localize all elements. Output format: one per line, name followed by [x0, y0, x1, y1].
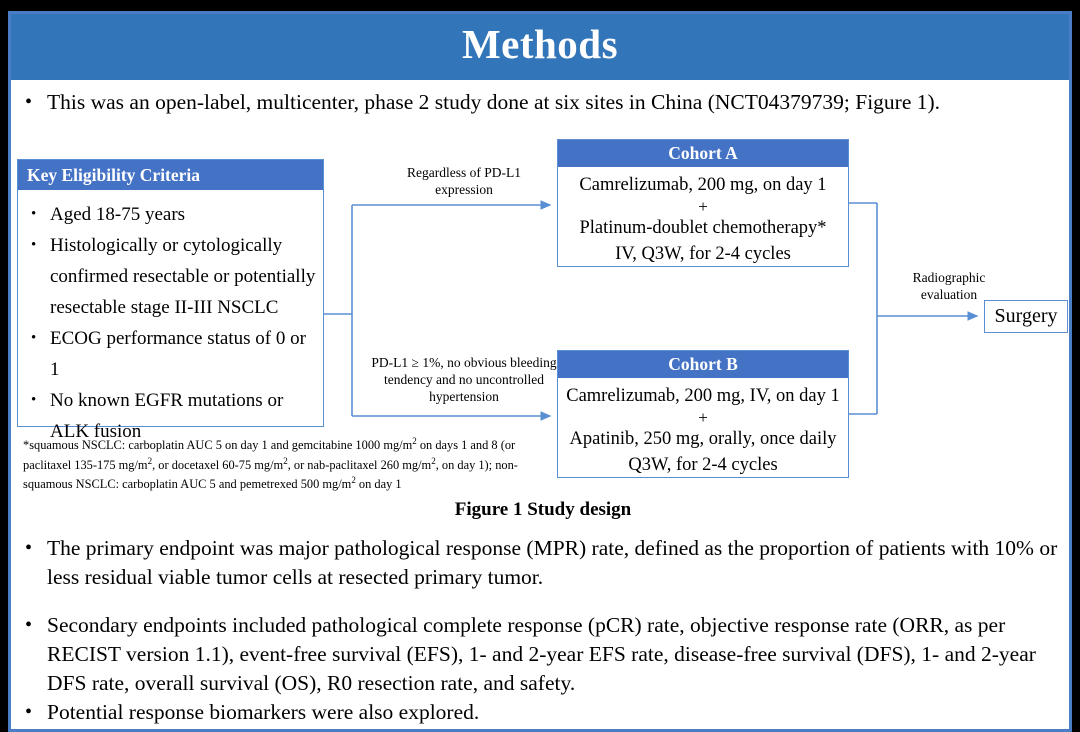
connector-label-cohort-a: Regardless of PD-L1 expression	[407, 165, 521, 197]
footnote-sup: 2	[351, 475, 356, 486]
connector-label-surgery: Radiographic evaluation	[912, 270, 986, 302]
cohort-a-body: Camrelizumab, 200 mg, on day 1 + Platinu…	[558, 167, 848, 273]
footnote-seg: , on day 1); non-squamous NSCLC: carbopl…	[23, 457, 518, 492]
secondary-endpoint-text: Secondary endpoints included pathologica…	[47, 613, 1036, 695]
footnote-sup: 2	[283, 455, 288, 466]
biomarker-bullet: • Potential response biomarkers were als…	[25, 698, 1025, 727]
cohort-a-header: Cohort A	[558, 140, 848, 167]
cohort-a-line-1: Camrelizumab, 200 mg, on day 1	[579, 175, 827, 195]
footnote-seg: on days 1 and 8 (or paclitaxel 135-175 m…	[23, 438, 516, 472]
cohort-a-plus: +	[698, 197, 708, 216]
cohort-a-line-2: Platinum-doublet chemotherapy*	[579, 218, 827, 238]
footnote-seg: , or nab-paclitaxel 260 mg/m	[287, 457, 432, 472]
cohort-a-box: Cohort A Camrelizumab, 200 mg, on day 1 …	[557, 139, 849, 267]
footnote-sup: 2	[431, 455, 436, 466]
footnote-sup: 2	[412, 436, 417, 446]
bullet-marker: •	[25, 614, 33, 636]
cohort-b-box: Cohort B Camrelizumab, 200 mg, IV, on da…	[557, 350, 849, 478]
footnote-seg: on day 1	[355, 477, 402, 492]
bullet-marker: •	[25, 701, 33, 723]
intro-bullet-text: This was an open-label, multicenter, pha…	[47, 90, 941, 114]
footnote-seg: , or docetaxel 60-75 mg/m	[152, 457, 284, 472]
list-item: Aged 18-75 years	[24, 199, 317, 230]
diagram-connector-lines	[324, 200, 979, 421]
primary-endpoint-text: The primary endpoint was major pathologi…	[47, 536, 1058, 589]
connector-label-cohort-b: PD-L1 ≥ 1%, no obvious bleeding tendency…	[371, 355, 557, 404]
cohort-b-body: Camrelizumab, 200 mg, IV, on day 1 + Apa…	[558, 378, 848, 484]
cohort-b-line-1: Camrelizumab, 200 mg, IV, on day 1	[566, 386, 840, 406]
study-design-diagram: Key Eligibility Criteria Aged 18-75 year…	[11, 124, 1069, 524]
intro-bullet: • This was an open-label, multicenter, p…	[25, 88, 1060, 117]
cohort-b-header: Cohort B	[558, 351, 848, 378]
slide-canvas: Methods • This was an open-label, multic…	[8, 11, 1072, 732]
surgery-label: Surgery	[994, 305, 1058, 327]
figure-caption: Figure 1 Study design	[454, 499, 632, 520]
primary-endpoint-bullet: • The primary endpoint was major patholo…	[25, 534, 1060, 592]
secondary-endpoint-bullet: • Secondary endpoints included pathologi…	[25, 611, 1060, 698]
list-item: Histologically or cytologically confirme…	[24, 230, 317, 323]
eligibility-criteria-box: Key Eligibility Criteria Aged 18-75 year…	[17, 159, 324, 442]
cohort-b-line-3: Q3W, for 2-4 cycles	[628, 455, 778, 475]
page-title: Methods	[461, 21, 619, 67]
footnote-seg: *squamous NSCLC: carboplatin AUC 5 on da…	[23, 438, 413, 453]
eligibility-criteria-list: Aged 18-75 years Histologically or cytol…	[18, 190, 323, 447]
bullet-marker: •	[25, 537, 33, 559]
cohort-b-line-2: Apatinib, 250 mg, orally, once daily	[569, 429, 837, 449]
footnote-sup: 2	[147, 455, 153, 466]
chemotherapy-footnote: *squamous NSCLC: carboplatin AUC 5 on da…	[23, 434, 545, 493]
slide-title-band: Methods	[11, 14, 1069, 80]
cohort-b-plus: +	[698, 408, 708, 427]
list-item: No known EGFR mutations or ALK fusion	[24, 385, 317, 447]
list-item: ECOG performance status of 0 or 1	[24, 323, 317, 385]
eligibility-box-header: Key Eligibility Criteria	[18, 160, 323, 190]
bullet-marker: •	[25, 91, 33, 113]
biomarker-text: Potential response biomarkers were also …	[47, 700, 480, 724]
cohort-a-line-3: IV, Q3W, for 2-4 cycles	[615, 244, 791, 264]
surgery-box: Surgery	[984, 300, 1068, 333]
